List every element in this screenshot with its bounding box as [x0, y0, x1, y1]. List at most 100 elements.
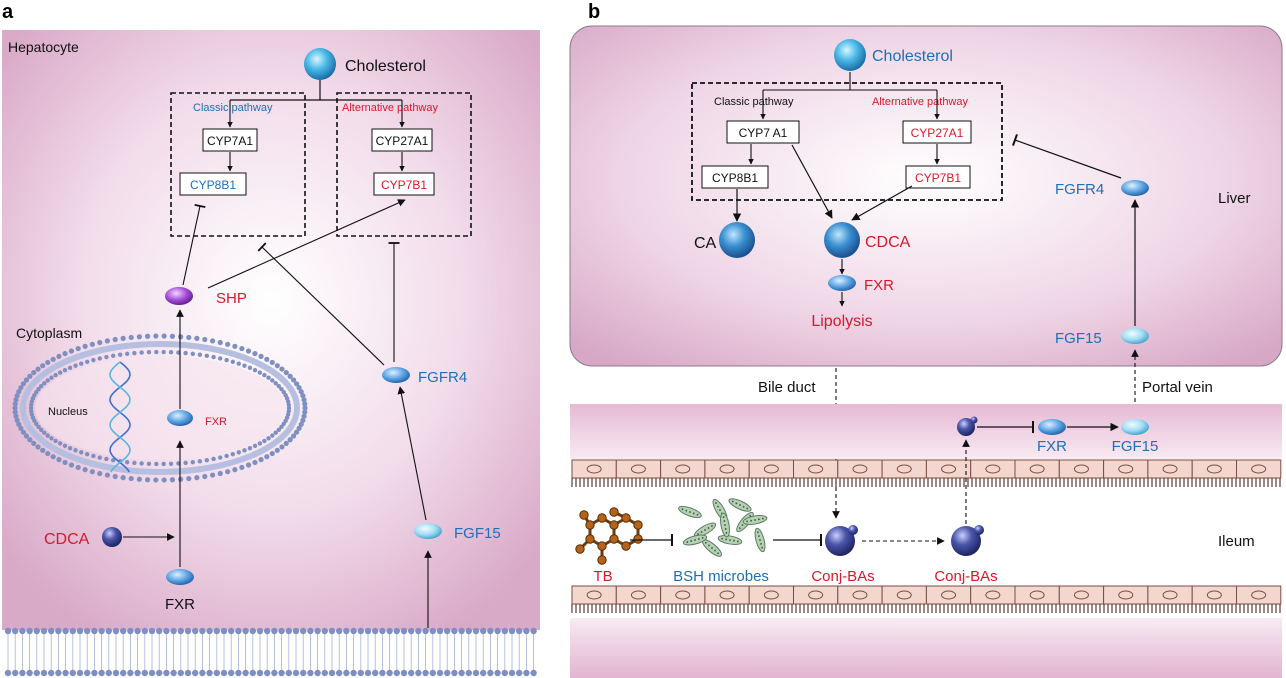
lipid-head — [12, 669, 19, 677]
lipid-head — [530, 669, 537, 677]
envelope-bead-outer — [35, 444, 41, 450]
enterocyte — [1058, 459, 1105, 479]
lipid-head — [357, 669, 364, 677]
enterocyte-nucleus — [852, 464, 868, 474]
lipid-head — [422, 627, 429, 635]
lipid-head — [271, 669, 278, 677]
envelope-bead-outer — [290, 377, 297, 383]
envelope-bead-outer — [20, 429, 27, 435]
atom — [597, 513, 607, 523]
cyp7b1-label-b: CYP7B1 — [915, 171, 961, 185]
bacterium-dot — [697, 538, 700, 540]
envelope-bead-outer — [120, 335, 126, 341]
envelope-bead-inner — [49, 375, 54, 380]
hepatocyte-label: Hepatocyte — [8, 39, 79, 55]
envelope-bead-outer — [13, 397, 19, 403]
envelope-bead-outer — [97, 339, 103, 346]
cyp7b1-box-a — [373, 172, 435, 196]
enterocyte — [881, 459, 927, 479]
lipid-head — [242, 627, 249, 635]
envelope-core — [20, 341, 300, 475]
envelope-bead-outer — [23, 377, 30, 383]
envelope-bead-outer — [27, 437, 33, 443]
lipid-head — [213, 669, 220, 677]
lipid-head — [19, 627, 26, 635]
envelope-bead-outer — [186, 334, 192, 341]
lipid-head — [307, 669, 314, 677]
lipid-head — [98, 669, 105, 677]
envelope-bead-outer — [217, 470, 223, 477]
enterocyte-row-bottom — [571, 585, 1282, 613]
lipid-head — [465, 669, 472, 677]
envelope-bead-outer — [225, 341, 231, 347]
envelope-bead-inner — [218, 455, 223, 460]
bacterium-dot — [721, 537, 724, 540]
lipid-head — [472, 627, 480, 635]
enterocyte — [1103, 459, 1149, 479]
envelope-bead-inner — [146, 350, 152, 355]
dna-strand — [109, 361, 131, 473]
lipid-head — [69, 627, 77, 635]
envelope-bead-outer — [169, 333, 176, 339]
enterocyte — [571, 585, 617, 605]
lipid-head — [292, 669, 300, 677]
lipid-head — [112, 669, 120, 677]
enterocyte-nucleus — [941, 590, 957, 600]
enterocyte — [1014, 459, 1060, 479]
envelope-bead-inner — [139, 461, 144, 466]
envelope-bead-inner — [218, 356, 223, 361]
envelope-bead-outer — [194, 475, 200, 481]
lipid-head — [206, 669, 213, 677]
alternative-pathway-box-a — [336, 92, 472, 237]
bacterium-dot — [760, 542, 762, 545]
lipid-head — [33, 669, 40, 677]
envelope-bead-inner — [252, 443, 258, 449]
bacterium-dot — [746, 520, 749, 523]
bacterium-dot — [725, 531, 728, 534]
envelope-bead-outer — [302, 409, 308, 415]
conj-bas-label-1: Conj-BAs — [811, 568, 874, 585]
envelope-bead-outer — [75, 345, 81, 352]
lipid-head — [177, 669, 184, 677]
envelope-bead-inner — [97, 356, 102, 361]
fxr-oval-liver — [828, 275, 856, 291]
cyp27a1-label-b: CYP27A1 — [911, 126, 964, 140]
envelope-bead-outer — [161, 477, 167, 483]
bacterium-dot — [715, 502, 717, 504]
enterocyte-nucleus — [1073, 464, 1089, 474]
bacterium-dot — [739, 504, 741, 506]
cyp8b1-label-b: CYP8B1 — [712, 171, 758, 185]
enterocyte — [837, 459, 883, 479]
alternative-pathway-label-a: Alternative pathway — [342, 102, 438, 114]
envelope-bead-inner — [146, 461, 152, 466]
fgf15-label-ileum: FGF15 — [1112, 438, 1159, 455]
cyp8b1-box-a — [179, 172, 247, 196]
bacterium-dot — [742, 505, 745, 508]
lipid-head — [98, 627, 105, 635]
lipid-head — [184, 669, 192, 677]
classic-pathway-label-a: Classic pathway — [193, 102, 273, 114]
atom — [585, 534, 595, 544]
panel-b-letter: b — [588, 1, 600, 23]
atom — [579, 510, 589, 520]
conj-bas-sphere-1-cap — [848, 525, 858, 535]
lipid-head — [127, 627, 134, 635]
lipid-head — [285, 627, 292, 635]
cholesterol-label-a: Cholesterol — [345, 58, 426, 75]
lipid-head — [163, 669, 170, 677]
bile-acid-sphere-ileum — [957, 418, 975, 436]
enterocyte — [793, 459, 839, 479]
envelope-bead-inner — [257, 441, 263, 446]
envelope-bead-outer — [252, 459, 258, 466]
envelope-bead-inner — [270, 433, 275, 438]
cholesterol-label-b: Cholesterol — [872, 48, 953, 65]
lipid-head — [458, 669, 465, 677]
lipid-head — [192, 627, 199, 635]
lipid-head — [170, 669, 177, 677]
cyp7a1-to-cdca — [791, 144, 833, 219]
fgf15-oval-ileum — [1121, 419, 1149, 435]
envelope-bead-inner — [262, 372, 267, 378]
bacterium-dot — [724, 528, 727, 530]
panel-a-letter: a — [2, 1, 14, 23]
